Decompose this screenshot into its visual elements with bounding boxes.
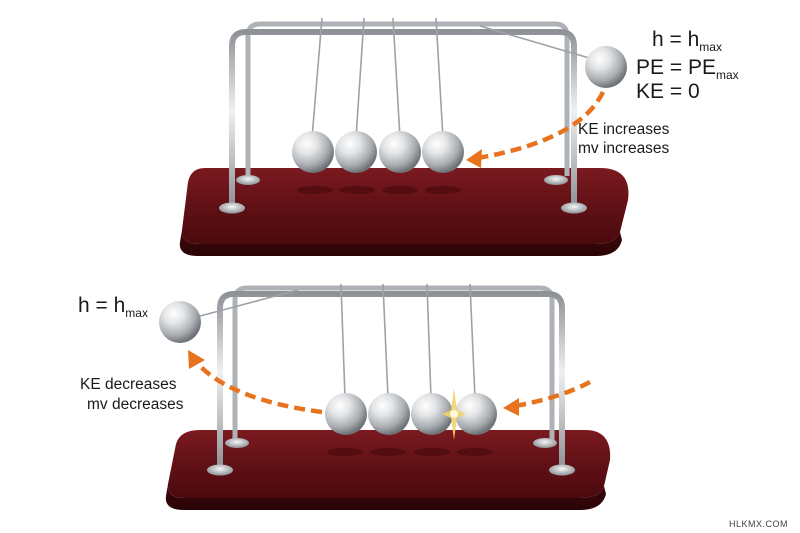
top-height-sub: max bbox=[699, 40, 722, 54]
bottom-incoming-arrow-head bbox=[503, 398, 519, 416]
top-base bbox=[179, 168, 629, 256]
bottom-ball-2 bbox=[368, 393, 410, 435]
bottom-ball-1 bbox=[325, 393, 367, 435]
collision-spark-icon bbox=[442, 388, 466, 440]
top-foot-front-right bbox=[561, 202, 587, 214]
top-ball-1 bbox=[292, 131, 334, 173]
bottom-ke-change-label: KE decreases bbox=[80, 376, 177, 393]
bottom-foot-front-right bbox=[549, 464, 575, 476]
top-foot-back-right bbox=[544, 175, 568, 185]
top-ball-2 bbox=[335, 131, 377, 173]
top-strings bbox=[311, 17, 597, 139]
bottom-mv-change-label: mv decreases bbox=[87, 396, 184, 413]
bottom-height-text: h = h bbox=[78, 294, 126, 317]
top-ball-4 bbox=[422, 131, 464, 173]
top-ke-change-label: KE increases bbox=[578, 121, 670, 138]
watermark: HLKMX.COM bbox=[728, 519, 788, 529]
top-pe-text: PE = PE bbox=[636, 56, 716, 79]
top-pe-label: PE = PEmax bbox=[636, 56, 739, 82]
bottom-ball-4 bbox=[455, 393, 497, 435]
top-height-label: h = hmax bbox=[652, 28, 722, 54]
bottom-height-sub: max bbox=[125, 306, 148, 320]
top-arrow-head bbox=[466, 149, 482, 168]
bottom-ball-3 bbox=[411, 393, 453, 435]
bottom-outgoing-arrow-head bbox=[188, 350, 205, 369]
bottom-ball-raised bbox=[159, 301, 201, 343]
bottom-foot-back-right bbox=[533, 438, 557, 448]
bottom-cradle bbox=[159, 283, 611, 510]
top-mv-change-label: mv increases bbox=[578, 140, 670, 157]
top-motion-arrow bbox=[477, 91, 606, 161]
top-foot-front-left bbox=[219, 202, 245, 214]
top-ball-3 bbox=[379, 131, 421, 173]
bottom-foot-front-left bbox=[207, 464, 233, 476]
top-ke-label: KE = 0 bbox=[636, 80, 700, 103]
bottom-foot-back-left bbox=[225, 438, 249, 448]
bottom-strings bbox=[199, 283, 476, 399]
top-pe-sub: max bbox=[715, 68, 739, 82]
bottom-incoming-arrow bbox=[514, 380, 592, 409]
top-frame bbox=[219, 21, 587, 214]
bottom-frame bbox=[207, 285, 575, 476]
top-cradle bbox=[179, 17, 629, 256]
top-ball-raised bbox=[585, 46, 627, 88]
top-height-text: h = h bbox=[652, 28, 700, 51]
top-foot-back-left bbox=[236, 175, 260, 185]
bottom-base bbox=[165, 430, 611, 510]
bottom-outgoing-arrow bbox=[194, 360, 323, 415]
bottom-height-label: h = hmax bbox=[78, 294, 148, 320]
